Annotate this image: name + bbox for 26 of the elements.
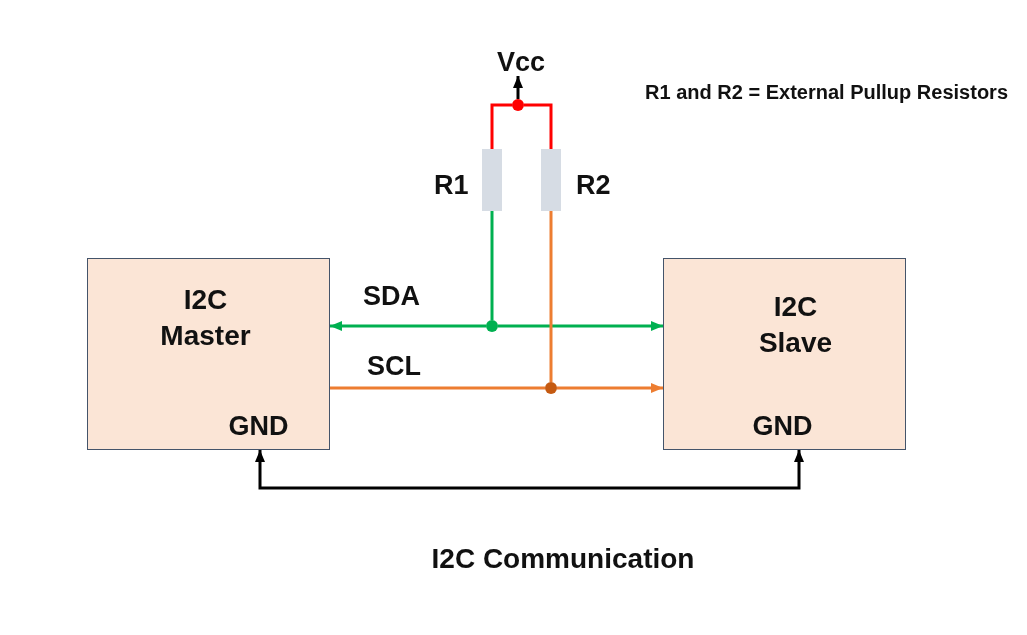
wire [549, 211, 553, 382]
component-label: R2 [576, 172, 611, 199]
junction-dot [545, 382, 557, 394]
device-box [87, 258, 330, 450]
pin-label: GND [228, 412, 289, 440]
box-title: I2C Master [160, 282, 251, 353]
resistor-symbol [541, 149, 561, 211]
resistor-symbol [482, 149, 502, 211]
component-label: R1 [434, 172, 469, 199]
wire [330, 386, 545, 390]
arrow [330, 321, 486, 331]
double-arrow [255, 450, 804, 490]
junction-dot [512, 99, 524, 111]
box-title: I2C Slave [758, 289, 833, 360]
device-box [663, 258, 906, 450]
wire [490, 103, 512, 149]
pin-label: GND [752, 412, 813, 440]
wire [524, 103, 553, 149]
junction-dot [486, 320, 498, 332]
wire [490, 211, 494, 320]
note-text: R1 and R2 = External Pullup Resistors [645, 82, 1008, 102]
arrow [557, 383, 663, 393]
supply-label: Vcc [497, 49, 545, 76]
arrow [498, 321, 663, 331]
arrow [513, 76, 523, 99]
caption: I2C Communication [431, 545, 695, 573]
